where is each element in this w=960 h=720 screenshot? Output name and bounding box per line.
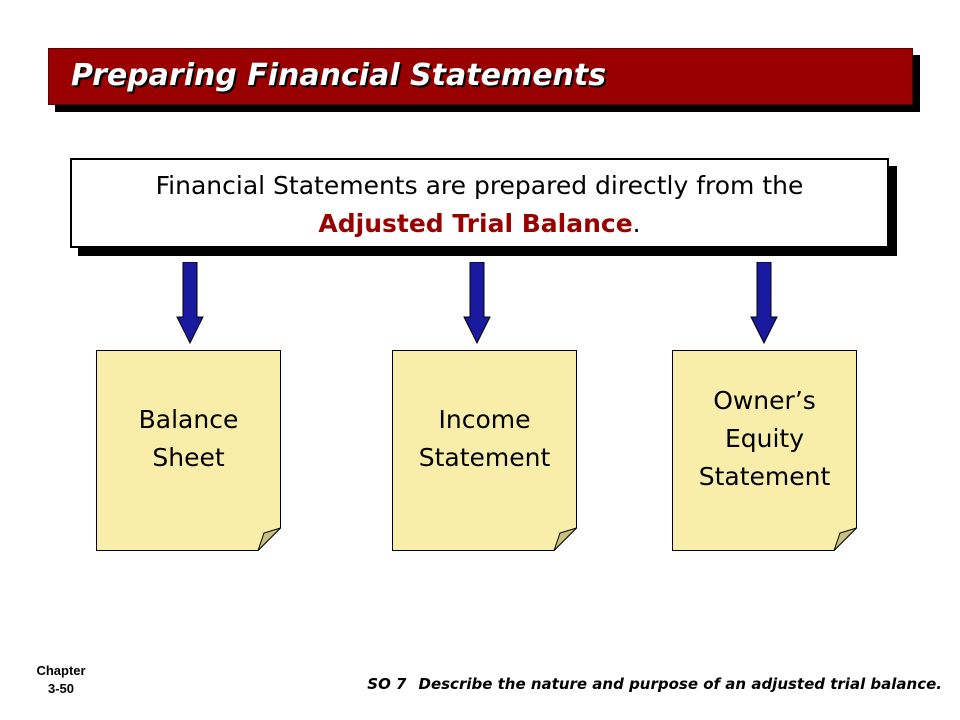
document-label: Income Statement: [418, 405, 551, 472]
title-bar: Preparing Financial Statements: [48, 48, 913, 105]
objective-text: Describe the nature and purpose of an ad…: [418, 675, 943, 693]
down-arrow-icon: [463, 262, 491, 344]
document-icon: [672, 350, 857, 551]
down-arrow-icon: [176, 262, 204, 344]
chapter-label: Chapter 3-50: [36, 663, 86, 696]
owners-equity-statement-document: Owner’s Equity Statement: [672, 350, 857, 551]
intro-emphasis: Adjusted Trial Balance: [318, 209, 633, 238]
income-statement-document: Income Statement: [392, 350, 577, 551]
intro-box: Financial Statements are prepared direct…: [70, 158, 889, 248]
study-objective: SO 7 Describe the nature and purpose of a…: [212, 675, 942, 693]
slide-title: Preparing Financial Statements: [71, 58, 607, 93]
document-label: Owner’s Equity Statement: [698, 386, 831, 491]
document-icon: [392, 350, 577, 551]
balance-sheet-document: Balance Sheet: [96, 350, 281, 551]
document-icon: [96, 350, 281, 551]
down-arrow-icon: [750, 262, 778, 344]
document-label: Balance Sheet: [138, 405, 239, 472]
objective-code: SO 7: [367, 675, 407, 693]
intro-suffix: .: [632, 209, 641, 238]
intro-text: Financial Statements are prepared direct…: [155, 171, 804, 200]
